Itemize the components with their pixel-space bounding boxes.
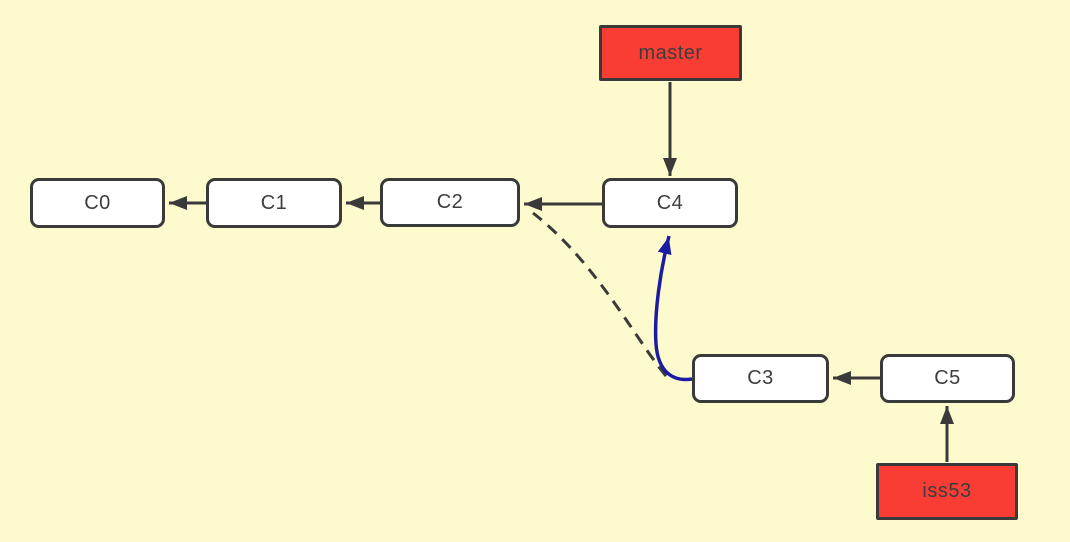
commit-node-c1: C1 (206, 178, 342, 228)
branch-label-text: iss53 (922, 480, 972, 502)
commit-label: C5 (934, 367, 961, 389)
branch-label-master: master (599, 25, 742, 81)
commit-label: C2 (436, 191, 464, 213)
commit-label: C1 (260, 191, 288, 214)
branch-label-iss53: iss53 (876, 463, 1018, 520)
commit-node-c3: C3 (692, 354, 829, 403)
edge-c3-c4-merge (653, 235, 693, 382)
commit-node-c4: C4 (602, 178, 738, 228)
commit-label: C0 (84, 191, 111, 214)
commit-label: C3 (747, 367, 774, 389)
commit-node-c2: C2 (380, 178, 520, 227)
commit-node-c5: C5 (880, 354, 1015, 403)
edge-c3-c2-dashed (532, 211, 668, 377)
branch-label-text: master (638, 41, 703, 64)
commit-node-c0: C0 (30, 178, 165, 228)
commit-label: C4 (656, 191, 684, 214)
